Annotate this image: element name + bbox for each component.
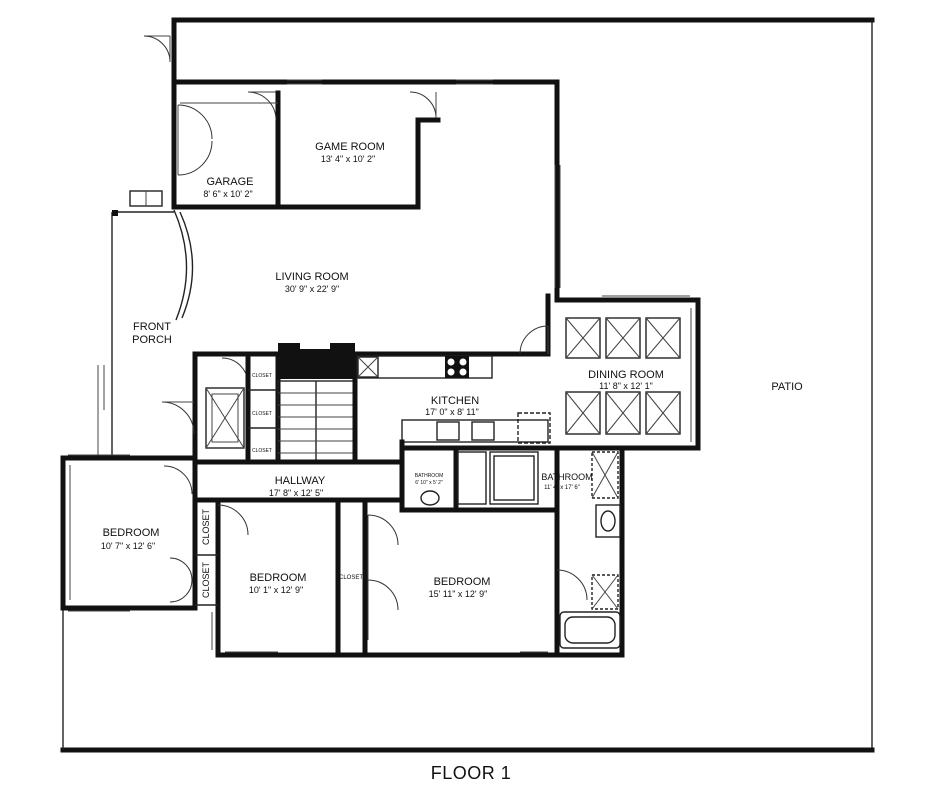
game-room-dim: 13' 4" x 10' 2" <box>321 154 375 164</box>
bedroom-mid-label: BEDROOM 10' 1" x 12' 9" <box>249 572 307 595</box>
kitchen-name: KITCHEN <box>431 395 479 407</box>
stair-closets <box>245 351 281 465</box>
dining-room-dim: 11' 8" x 12' 1" <box>599 381 653 391</box>
hallway-name: HALLWAY <box>275 475 326 487</box>
bath-fixtures <box>420 451 621 649</box>
kitchen-dim: 17' 0" x 8' 11" <box>425 407 479 417</box>
front-porch-line1: FRONT <box>133 321 171 333</box>
garage-label: GARAGE 8' 6" x 10' 2" <box>203 176 253 199</box>
game-room-label: GAME ROOM 13' 4" x 10' 2" <box>315 141 385 164</box>
closet-label-5: CLOSET <box>201 508 211 545</box>
hallway-label: HALLWAY 17' 8" x 12' 5" <box>269 475 326 498</box>
left-bedroom-walls <box>60 454 198 612</box>
front-porch-label: FRONT PORCH <box>132 321 172 346</box>
closet-label-4: CLOSET <box>339 575 363 581</box>
bathroom-small-name: BATHROOM <box>415 473 444 479</box>
closet-label-2: CLOSET <box>252 411 272 417</box>
closet-label-6: CLOSET <box>201 561 211 598</box>
garage-dim: 8' 6" x 10' 2" <box>203 189 252 199</box>
living-room-walls <box>173 79 561 357</box>
bathroom-name: BATHROOM <box>541 472 592 482</box>
dining-room-label: DINING ROOM 11' 8" x 12' 1" <box>588 369 664 391</box>
mid-right-bedroom-walls <box>192 497 625 658</box>
kitchen-walls <box>352 351 551 511</box>
bathroom-label: BATHROOM 11' 4" x 17' 6" <box>541 472 592 491</box>
gate-door <box>143 35 171 63</box>
dining-room-walls <box>554 295 701 451</box>
front-porch <box>97 210 174 455</box>
front-porch-line2: PORCH <box>132 334 172 346</box>
bedroom-mid-dim: 10' 1" x 12' 9" <box>249 585 303 595</box>
living-room-name: LIVING ROOM <box>275 271 348 283</box>
entry-walls <box>161 351 249 513</box>
closet-label-1: CLOSET <box>252 373 272 379</box>
bathroom-small-label: BATHROOM 6' 10" x 5' 2" <box>415 473 444 486</box>
dining-room-name: DINING ROOM <box>588 369 664 381</box>
bedroom-left-label: BEDROOM 10' 7" x 12' 6" <box>101 527 160 551</box>
closet-label-3: CLOSET <box>252 448 272 454</box>
garage-name: GARAGE <box>206 176 253 188</box>
living-room-dim: 30' 9" x 22' 9" <box>285 284 339 294</box>
kitchen-label: KITCHEN 17' 0" x 8' 11" <box>425 395 479 417</box>
bedroom-mid-name: BEDROOM <box>250 572 307 584</box>
patio-label: PATIO <box>771 381 803 393</box>
hallway-walls <box>192 445 625 658</box>
bedroom-left-name: BEDROOM <box>103 527 160 539</box>
patio-name: PATIO <box>771 381 803 393</box>
game-room-name: GAME ROOM <box>315 141 385 153</box>
garage-doors <box>177 91 437 176</box>
bathroom-small-dim: 6' 10" x 5' 2" <box>415 480 443 486</box>
bedroom-right-label: BEDROOM 15' 11" x 12' 9" <box>429 576 491 599</box>
hallway-dim: 17' 8" x 12' 5" <box>269 488 323 498</box>
garage-game-walls <box>171 79 560 210</box>
garage-windows <box>129 79 493 207</box>
stairs <box>277 380 356 462</box>
outer-boundary <box>60 17 875 753</box>
dining-chairs <box>565 317 681 435</box>
bedroom-right-name: BEDROOM <box>434 576 491 588</box>
living-room-label: LIVING ROOM 30' 9" x 22' 9" <box>275 271 348 294</box>
bedroom-left-dim: 10' 7" x 12' 6" <box>101 541 155 551</box>
bedroom-right-dim: 15' 11" x 12' 9" <box>429 589 488 599</box>
fireplace <box>278 343 355 379</box>
floor-label: FLOOR 1 <box>431 763 512 783</box>
bathroom-dim: 11' 4" x 17' 6" <box>544 485 580 491</box>
